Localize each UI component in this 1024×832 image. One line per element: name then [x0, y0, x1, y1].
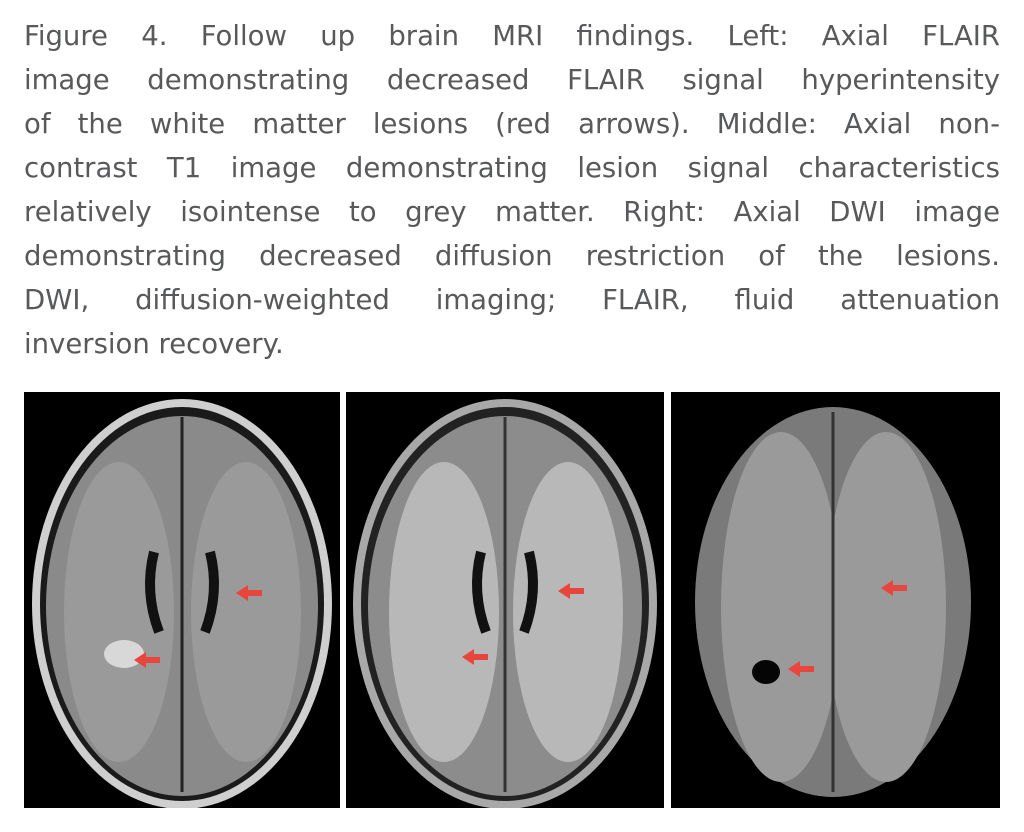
red-arrow-icon: [558, 583, 584, 599]
caption-line: inversion recovery.: [24, 328, 284, 360]
caption-line: contrast T1 image demonstrating lesion s…: [24, 152, 1000, 184]
mri-flair-image: [24, 392, 340, 808]
caption-line: of the white matter lesions (red arrows)…: [24, 108, 1000, 140]
mri-t1-image: [346, 392, 664, 808]
caption-line: image demonstrating decreased FLAIR sign…: [24, 64, 1000, 96]
caption-line: Figure 4. Follow up brain MRI findings. …: [24, 20, 1000, 52]
caption-line: DWI, diffusion-weighted imaging; FLAIR, …: [24, 284, 1000, 316]
red-arrow-icon: [134, 652, 160, 668]
red-arrow-icon: [462, 649, 488, 665]
mri-dwi-image: [671, 392, 1000, 808]
red-arrow-icon: [788, 661, 814, 677]
red-arrow-icon: [236, 585, 262, 601]
caption-line: relatively isointense to grey matter. Ri…: [24, 196, 1000, 228]
caption-line: demonstrating decreased diffusion restri…: [24, 240, 1000, 272]
red-arrow-icon: [881, 580, 907, 596]
figure-caption: Figure 4. Follow up brain MRI findings. …: [24, 14, 1000, 366]
